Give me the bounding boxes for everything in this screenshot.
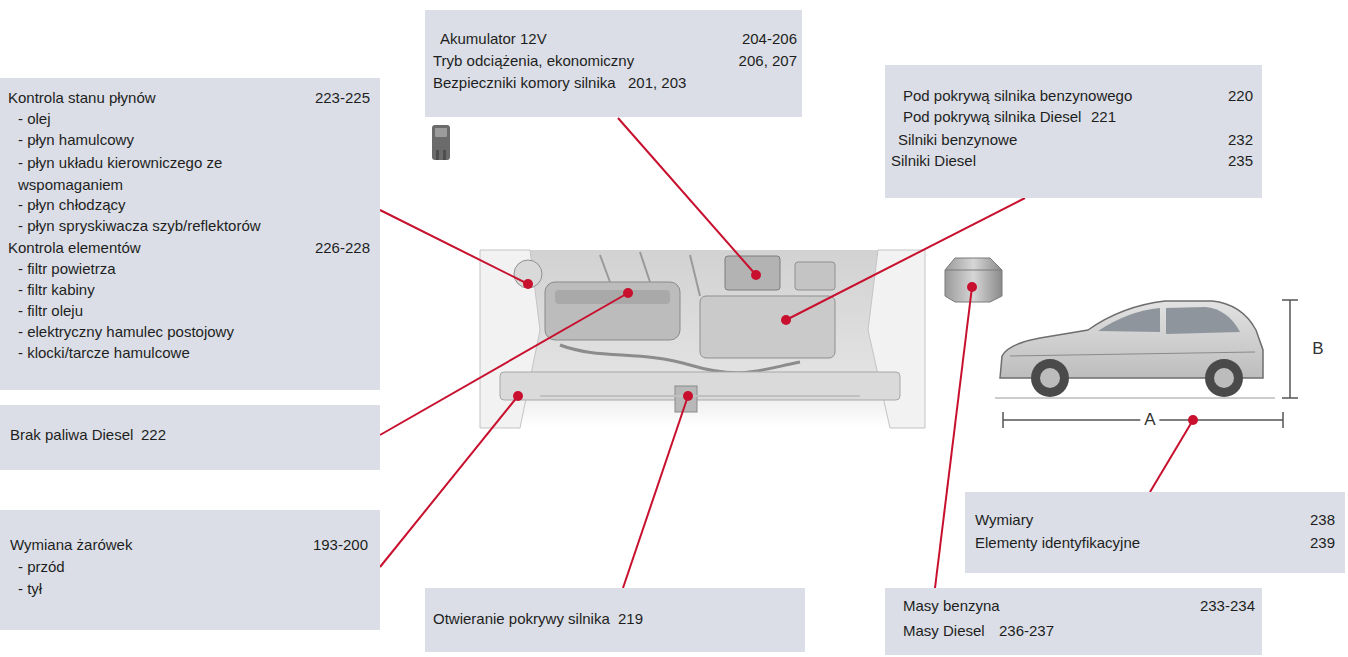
list-item: - filtr powietrza — [18, 260, 116, 278]
page-number: 236-237 — [999, 622, 1054, 640]
dimension-label: A — [1140, 410, 1159, 430]
page-number: 201, 203 — [628, 74, 686, 92]
car-silhouette — [995, 301, 1275, 398]
list-item: - płyn układu kierowniczego ze wspomagan… — [18, 152, 268, 196]
leader-dots — [513, 270, 1198, 425]
info-box: Kontrola stanu płynów 223-225 - olej - płyn… — [0, 78, 380, 390]
page-number: 221 — [1091, 108, 1116, 126]
info-box: Pod pokrywą silnika benzynowego 220Pod po… — [885, 65, 1262, 198]
page-number: 223-225 — [315, 89, 370, 107]
info-box: Wymiana żarówek 193-200 - przód - tył — [0, 510, 380, 630]
page-number: 193-200 — [313, 536, 368, 554]
section-title: Silniki Diesel — [891, 152, 976, 170]
section-title: Kontrola elementów — [8, 239, 141, 257]
section-title: Wymiana żarówek — [10, 536, 132, 554]
list-item: - płyn chłodzący — [18, 196, 126, 214]
section-title: Otwieranie pokrywy silnika — [433, 610, 610, 628]
list-item: - olej — [18, 110, 51, 128]
list-item: - przód — [18, 558, 65, 576]
page-number: 204-206 — [742, 30, 797, 48]
page-number: 238 — [1310, 511, 1335, 529]
info-box: Wymiary 238Elementy identyfikacyjne 239 — [965, 492, 1345, 573]
section-title: Brak paliwa Diesel — [10, 426, 133, 444]
section-title: Tryb odciążenia, ekonomiczny — [433, 52, 634, 70]
section-title: Masy Diesel — [903, 622, 985, 640]
info-box: Otwieranie pokrywy silnika 219 — [425, 588, 805, 652]
section-title: Masy benzyna — [903, 597, 1000, 615]
page-number: 220 — [1228, 87, 1253, 105]
page-number: 222 — [141, 426, 166, 444]
page-number: 239 — [1310, 534, 1335, 552]
page-number: 226-228 — [315, 239, 370, 257]
list-item: - filtr oleju — [18, 302, 83, 320]
info-box: Brak paliwa Diesel 222 — [0, 405, 380, 470]
info-box: Akumulator 12V 204-206Tryb odciążenia, ek… — [425, 10, 802, 117]
section-title: Pod pokrywą silnika Diesel — [903, 108, 1081, 126]
section-title: Silniki benzynowe — [898, 131, 1017, 149]
fuse-icon — [432, 125, 450, 160]
dimension-lines — [1003, 300, 1298, 428]
section-title: Akumulator 12V — [440, 30, 547, 48]
page-number: 232 — [1228, 131, 1253, 149]
section-title: Elementy identyfikacyjne — [975, 534, 1140, 552]
page-number: 235 — [1228, 152, 1253, 170]
page-number: 219 — [618, 610, 643, 628]
dimension-label: B — [1312, 339, 1323, 359]
list-item: - elektryczny hamulec postojowy — [18, 323, 234, 341]
list-item: - klocki/tarcze hamulcowe — [18, 344, 190, 362]
weight-icon — [945, 258, 1002, 302]
list-item: - tył — [18, 580, 42, 598]
section-title: Bezpieczniki komory silnika — [433, 74, 616, 92]
list-item: - płyn hamulcowy — [18, 131, 134, 149]
page-number: 233-234 — [1200, 597, 1255, 615]
list-item: - filtr kabiny — [18, 281, 95, 299]
section-title: Pod pokrywą silnika benzynowego — [903, 87, 1132, 105]
section-title: Kontrola stanu płynów — [8, 89, 156, 107]
page-number: 206, 207 — [739, 52, 797, 70]
section-title: Wymiary — [975, 511, 1033, 529]
info-box: Masy benzyna 233-234Masy Diesel 236-237 — [885, 588, 1262, 655]
list-item: - płyn spryskiwacza szyb/reflektorów — [18, 217, 261, 235]
